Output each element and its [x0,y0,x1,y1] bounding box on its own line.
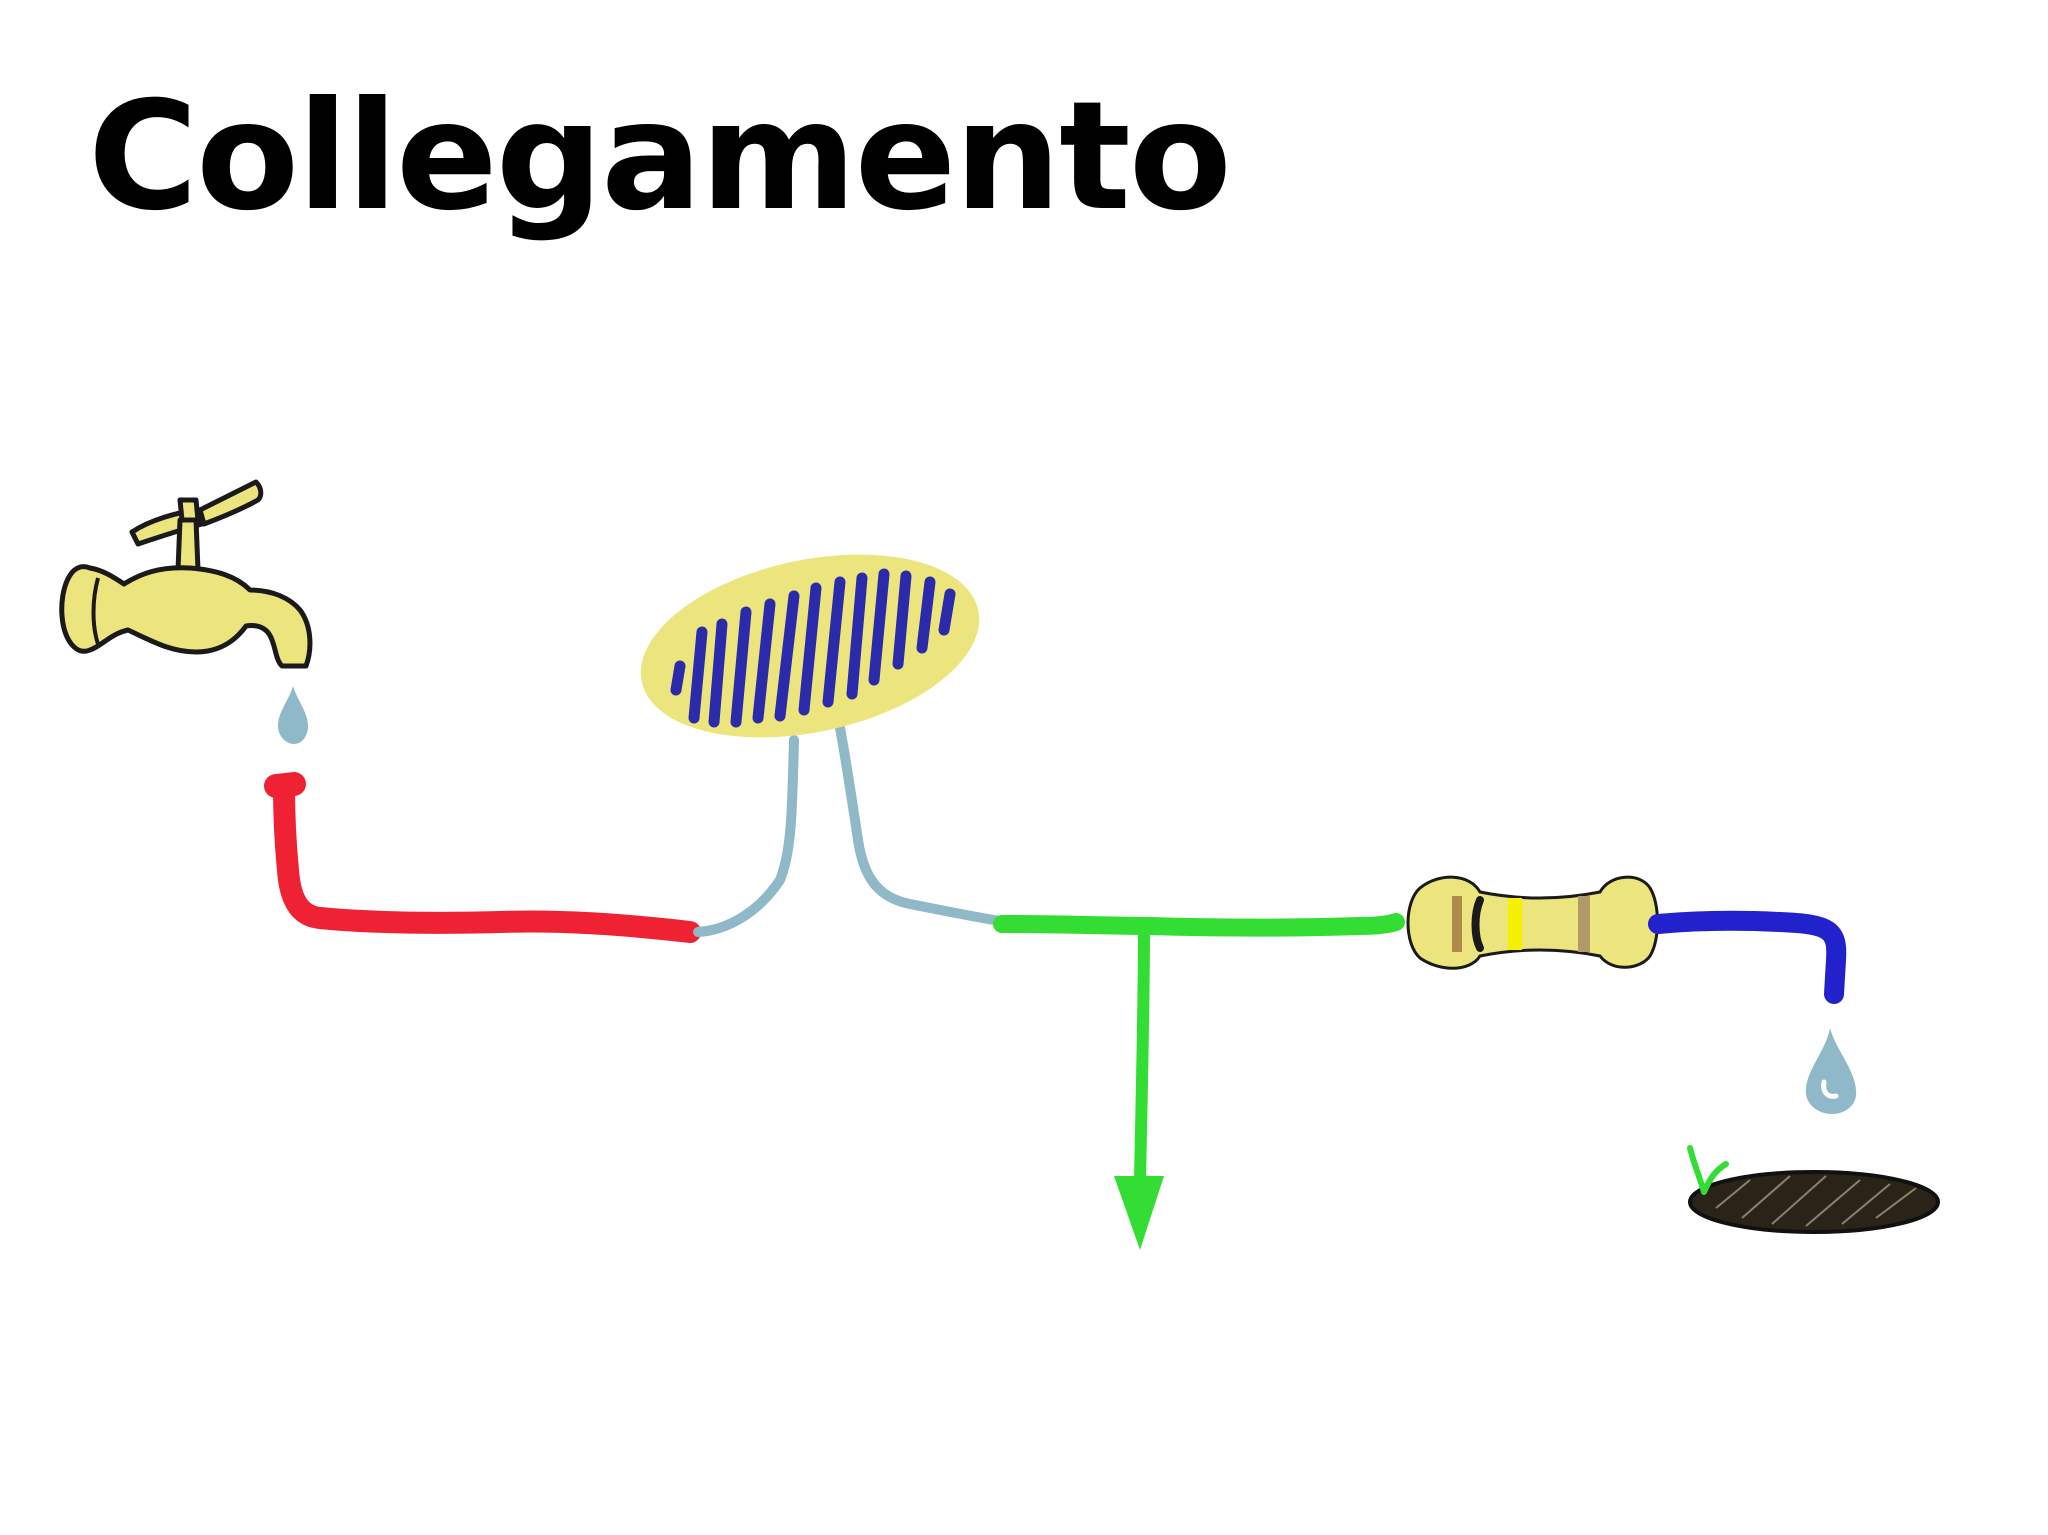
light-sensor-icon [640,554,980,738]
output-arrow-icon [1114,1176,1164,1250]
sensor-lead-left [693,735,799,937]
slide-title: Collegamento [88,70,1232,244]
faucet-icon [59,479,313,669]
blue-wire [1648,910,1847,1004]
water-drop-highlight [1821,1079,1839,1099]
water-drop-icon-2 [1805,1028,1857,1114]
resistor-icon [1406,875,1659,970]
sensor-lead-right [835,723,1011,927]
red-wire [273,775,701,943]
water-drop-icon [278,686,308,744]
green-wire [993,913,1405,937]
green-output-line [1134,922,1150,1186]
red-wire-end [264,772,306,798]
drain-puddle-icon [1687,1145,1940,1234]
